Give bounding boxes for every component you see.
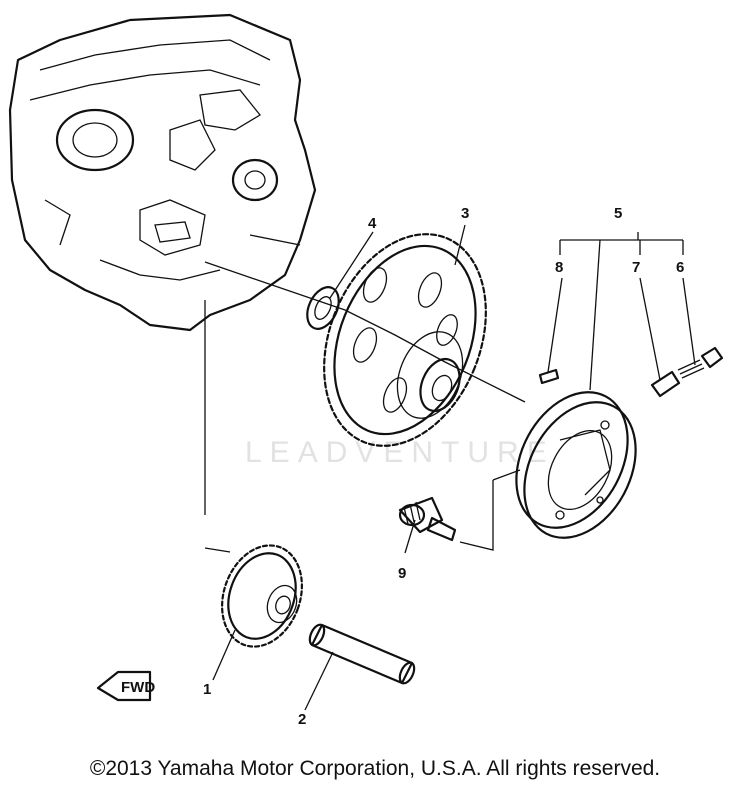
- washer: [306, 286, 340, 330]
- part-number-4: 4: [368, 215, 377, 232]
- part-number-9: 9: [398, 565, 406, 582]
- part-numbers: 1 2 3 4 5 6 7 8 9: [203, 205, 684, 728]
- part-number-3: 3: [461, 205, 469, 222]
- fwd-arrow-icon: FWD: [96, 670, 155, 702]
- part-number-6: 6: [676, 259, 684, 276]
- large-gear: [323, 233, 487, 447]
- shaft: [308, 623, 416, 685]
- copyright-notice: ©2013 Yamaha Motor Corporation, U.S.A. A…: [89, 757, 661, 780]
- engine-crankcase: [8, 13, 317, 332]
- fwd-label: FWD: [121, 679, 155, 696]
- part-number-1: 1: [203, 681, 211, 698]
- bolt: [398, 496, 457, 542]
- part-number-7: 7: [632, 259, 640, 276]
- clutch-small-parts: [538, 346, 724, 398]
- one-way-clutch: [515, 391, 637, 539]
- part-number-5: 5: [614, 205, 622, 222]
- part-number-2: 2: [298, 711, 306, 728]
- part-number-8: 8: [555, 259, 563, 276]
- small-gear: [221, 544, 303, 648]
- watermark-text: LEADVENTURE: [245, 436, 555, 469]
